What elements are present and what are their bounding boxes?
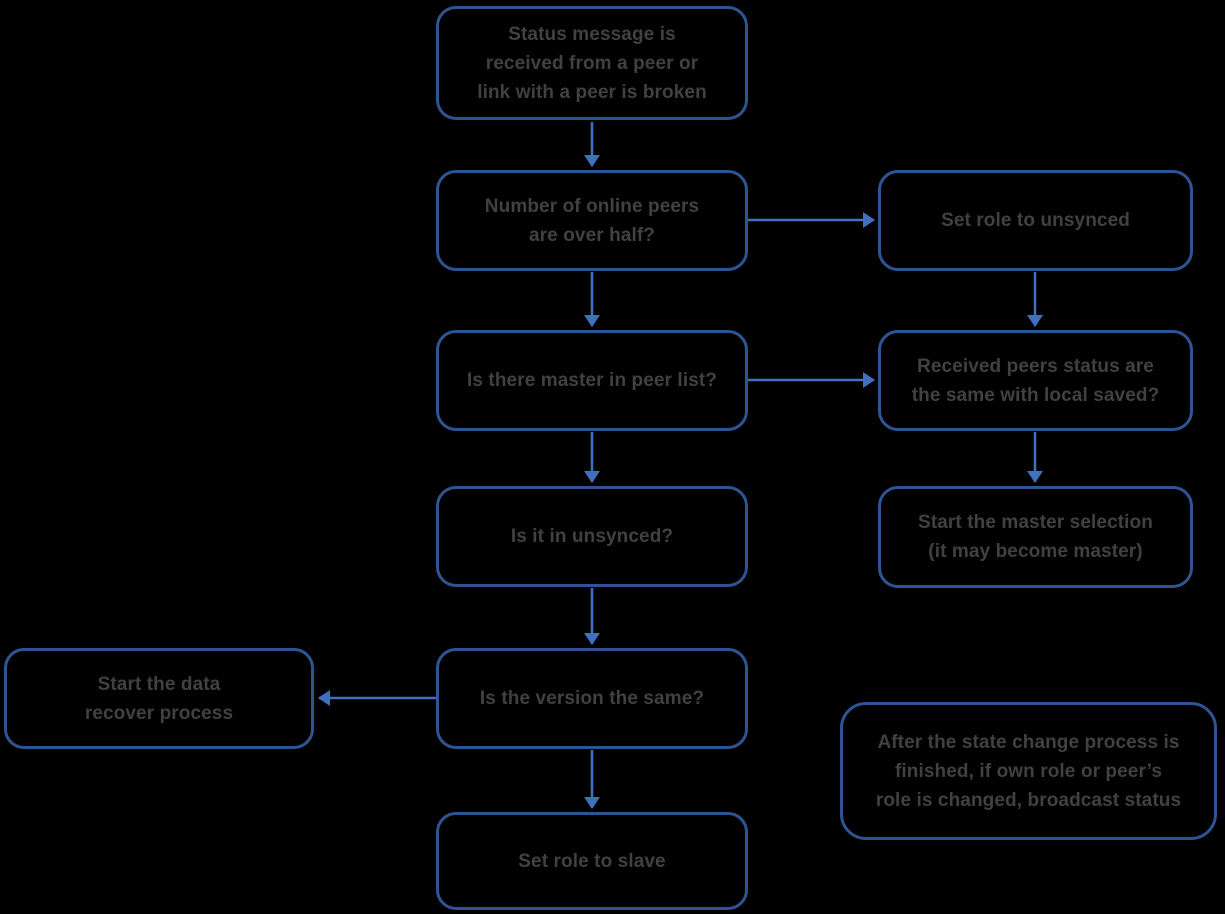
node-start-data-recover-label: Start the data recover process (84, 673, 234, 724)
node-master-in-peer-list: Is there master in peer list? (436, 330, 748, 431)
node-set-role-slave-label: Set role to slave (518, 850, 666, 872)
node-status-received-label: Status message is received from a peer o… (477, 23, 707, 103)
node-peers-over-half-label: Number of online peers are over half? (484, 195, 700, 246)
node-is-in-unsynced-label: Is it in unsynced? (510, 526, 674, 547)
node-peers-status-same: Received peers status are the same with … (878, 330, 1193, 431)
node-start-master-selection: Start the master selection (it may becom… (878, 486, 1193, 588)
node-peers-status-same-label: Received peers status are the same with … (911, 355, 1160, 406)
node-set-role-slave: Set role to slave (436, 812, 748, 910)
node-broadcast-note: After the state change process is finish… (840, 702, 1217, 840)
node-set-role-unsynced: Set role to unsynced (878, 170, 1193, 271)
node-start-master-selection-label: Start the master selection (it may becom… (918, 512, 1153, 562)
node-peers-over-half: Number of online peers are over half? (436, 170, 748, 271)
node-status-received: Status message is received from a peer o… (436, 6, 748, 120)
node-start-data-recover: Start the data recover process (4, 648, 314, 749)
node-master-in-peer-list-label: Is there master in peer list? (467, 370, 717, 391)
node-set-role-unsynced-label: Set role to unsynced (941, 210, 1130, 231)
node-broadcast-note-label: After the state change process is finish… (875, 731, 1182, 811)
node-is-version-same-label: Is the version the same? (479, 688, 705, 709)
node-is-in-unsynced: Is it in unsynced? (436, 486, 748, 587)
node-is-version-same: Is the version the same? (436, 648, 748, 749)
